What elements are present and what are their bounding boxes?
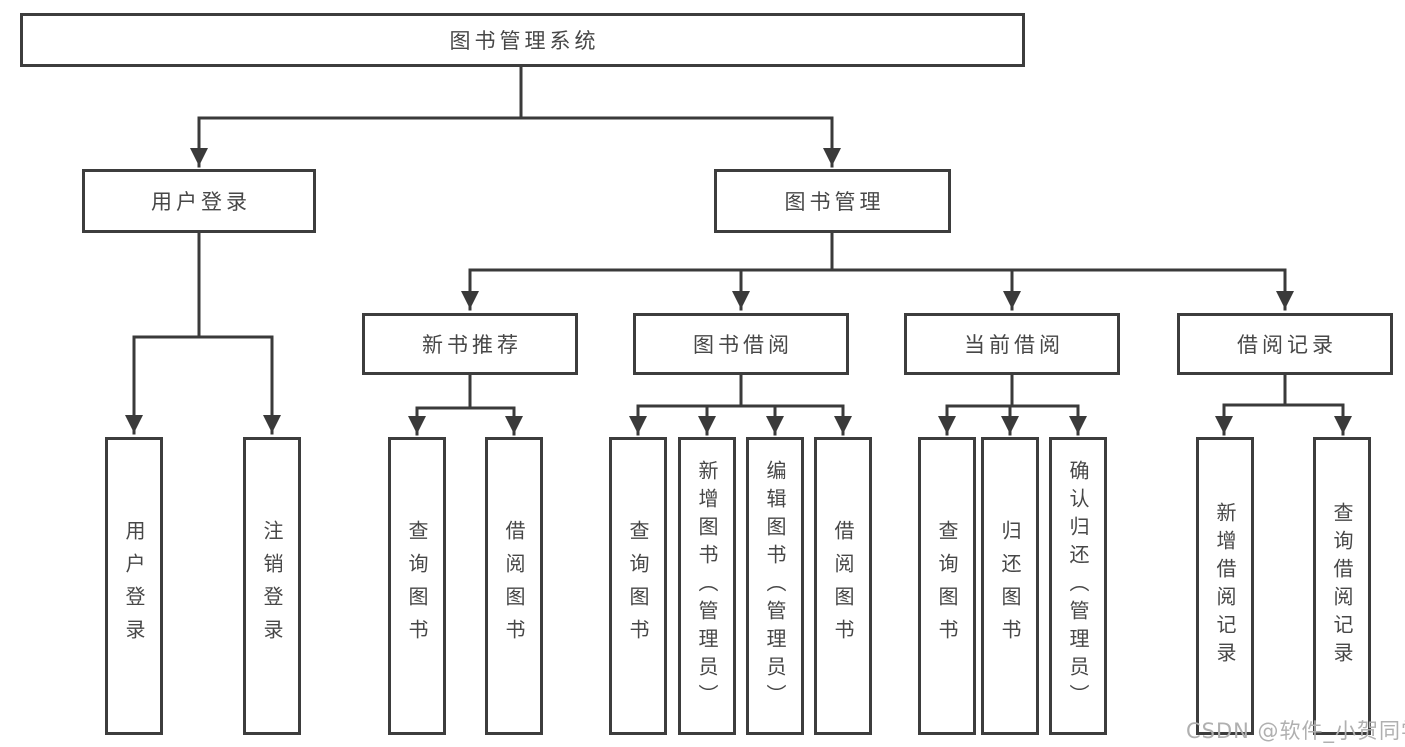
leaf-confirm-return-admin: 确认归还（管理员） xyxy=(1049,437,1107,735)
node-user-login-label: 用户登录 xyxy=(151,190,251,214)
leaf-edit-book-admin-label: 编辑图书（管理员） xyxy=(763,460,787,712)
connector xyxy=(415,373,516,410)
leaf-query-books-borrow-label: 查询图书 xyxy=(626,520,650,652)
leaf-add-book-admin: 新增图书（管理员） xyxy=(678,437,736,735)
node-borrow-records: 借阅记录 xyxy=(1177,313,1393,375)
leaf-query-books-borrow: 查询图书 xyxy=(609,437,667,735)
leaf-query-borrow-record-label: 查询借阅记录 xyxy=(1330,502,1354,670)
connector xyxy=(468,231,1287,272)
leaf-query-books-recommend: 查询图书 xyxy=(388,437,446,735)
leaf-borrow-books-recommend: 借阅图书 xyxy=(485,437,543,735)
leaf-add-book-admin-label: 新增图书（管理员） xyxy=(695,460,719,712)
leaf-return-book-label: 归还图书 xyxy=(998,520,1022,652)
csdn-watermark: CSDN @软件_小贺同学 xyxy=(1186,719,1405,743)
node-library-management-system-label: 图书管理系统 xyxy=(449,29,600,53)
connector xyxy=(945,373,1080,408)
leaf-return-book: 归还图书 xyxy=(981,437,1039,735)
node-book-management: 图书管理 xyxy=(714,169,951,233)
node-new-book-recommend: 新书推荐 xyxy=(362,313,578,375)
leaf-borrow-books-label: 借阅图书 xyxy=(831,520,855,652)
node-book-management-label: 图书管理 xyxy=(784,190,885,214)
leaf-edit-book-admin: 编辑图书（管理员） xyxy=(746,437,804,735)
leaf-add-borrow-record: 新增借阅记录 xyxy=(1196,437,1254,735)
leaf-query-books-current-label: 查询图书 xyxy=(935,520,959,652)
leaf-borrow-books: 借阅图书 xyxy=(814,437,872,735)
node-library-management-system: 图书管理系统 xyxy=(20,13,1025,67)
node-book-borrow-label: 图书借阅 xyxy=(693,333,793,357)
leaf-query-books-current: 查询图书 xyxy=(918,437,976,735)
node-user-login: 用户登录 xyxy=(82,169,316,233)
connector xyxy=(1222,373,1345,407)
leaf-add-borrow-record-label: 新增借阅记录 xyxy=(1213,502,1237,670)
node-borrow-records-label: 借阅记录 xyxy=(1237,333,1337,357)
leaf-logout-label: 注销登录 xyxy=(260,520,284,652)
leaf-user-login: 用户登录 xyxy=(105,437,163,735)
leaf-query-books-recommend-label: 查询图书 xyxy=(405,520,429,652)
leaf-user-login-label: 用户登录 xyxy=(122,520,146,652)
leaf-confirm-return-admin-label: 确认归还（管理员） xyxy=(1066,460,1090,712)
connector xyxy=(132,231,274,339)
leaf-query-borrow-record: 查询借阅记录 xyxy=(1313,437,1371,735)
node-new-book-recommend-label: 新书推荐 xyxy=(422,333,522,357)
connector xyxy=(636,373,845,408)
leaf-borrow-books-recommend-label: 借阅图书 xyxy=(502,520,526,652)
node-current-borrow: 当前借阅 xyxy=(904,313,1120,375)
node-book-borrow: 图书借阅 xyxy=(633,313,849,375)
connector xyxy=(197,65,834,120)
leaf-logout: 注销登录 xyxy=(243,437,301,735)
node-current-borrow-label: 当前借阅 xyxy=(964,333,1064,357)
